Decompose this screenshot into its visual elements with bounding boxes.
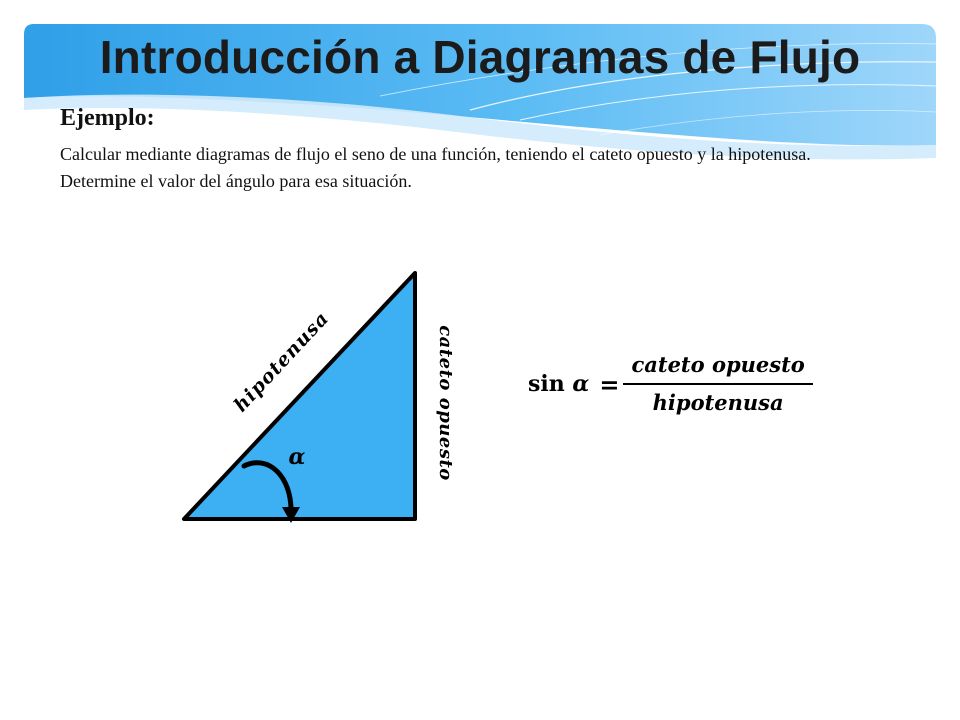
angle-alpha-label: α (289, 444, 306, 470)
example-heading: Ejemplo: (60, 105, 155, 131)
formula-alpha: α (572, 371, 590, 397)
angle-arc-icon (241, 460, 294, 516)
formula-denominator: hipotenusa (652, 390, 784, 415)
equals-sign: = (599, 369, 620, 399)
right-triangle (182, 271, 417, 521)
problem-description: Calcular mediante diagramas de flujo el … (60, 144, 811, 191)
formula-fraction: cateto opuesto hipotenusa (623, 350, 813, 418)
fraction-bar (623, 383, 813, 385)
right-triangle-diagram: hipotenusa cateto opuesto α (182, 271, 456, 523)
formula-numerator: cateto opuesto (631, 352, 805, 377)
page-title: Introducción a Diagramas de Flujo (99, 31, 861, 83)
header-banner (24, 24, 937, 160)
sine-function: sin (528, 371, 565, 397)
formula-lhs: sin α (528, 371, 589, 397)
sine-formula: sin α = cateto opuesto hipotenusa (528, 342, 813, 426)
opposite-side-label: cateto opuesto (435, 325, 456, 481)
angle-arrowhead-icon (282, 507, 300, 523)
